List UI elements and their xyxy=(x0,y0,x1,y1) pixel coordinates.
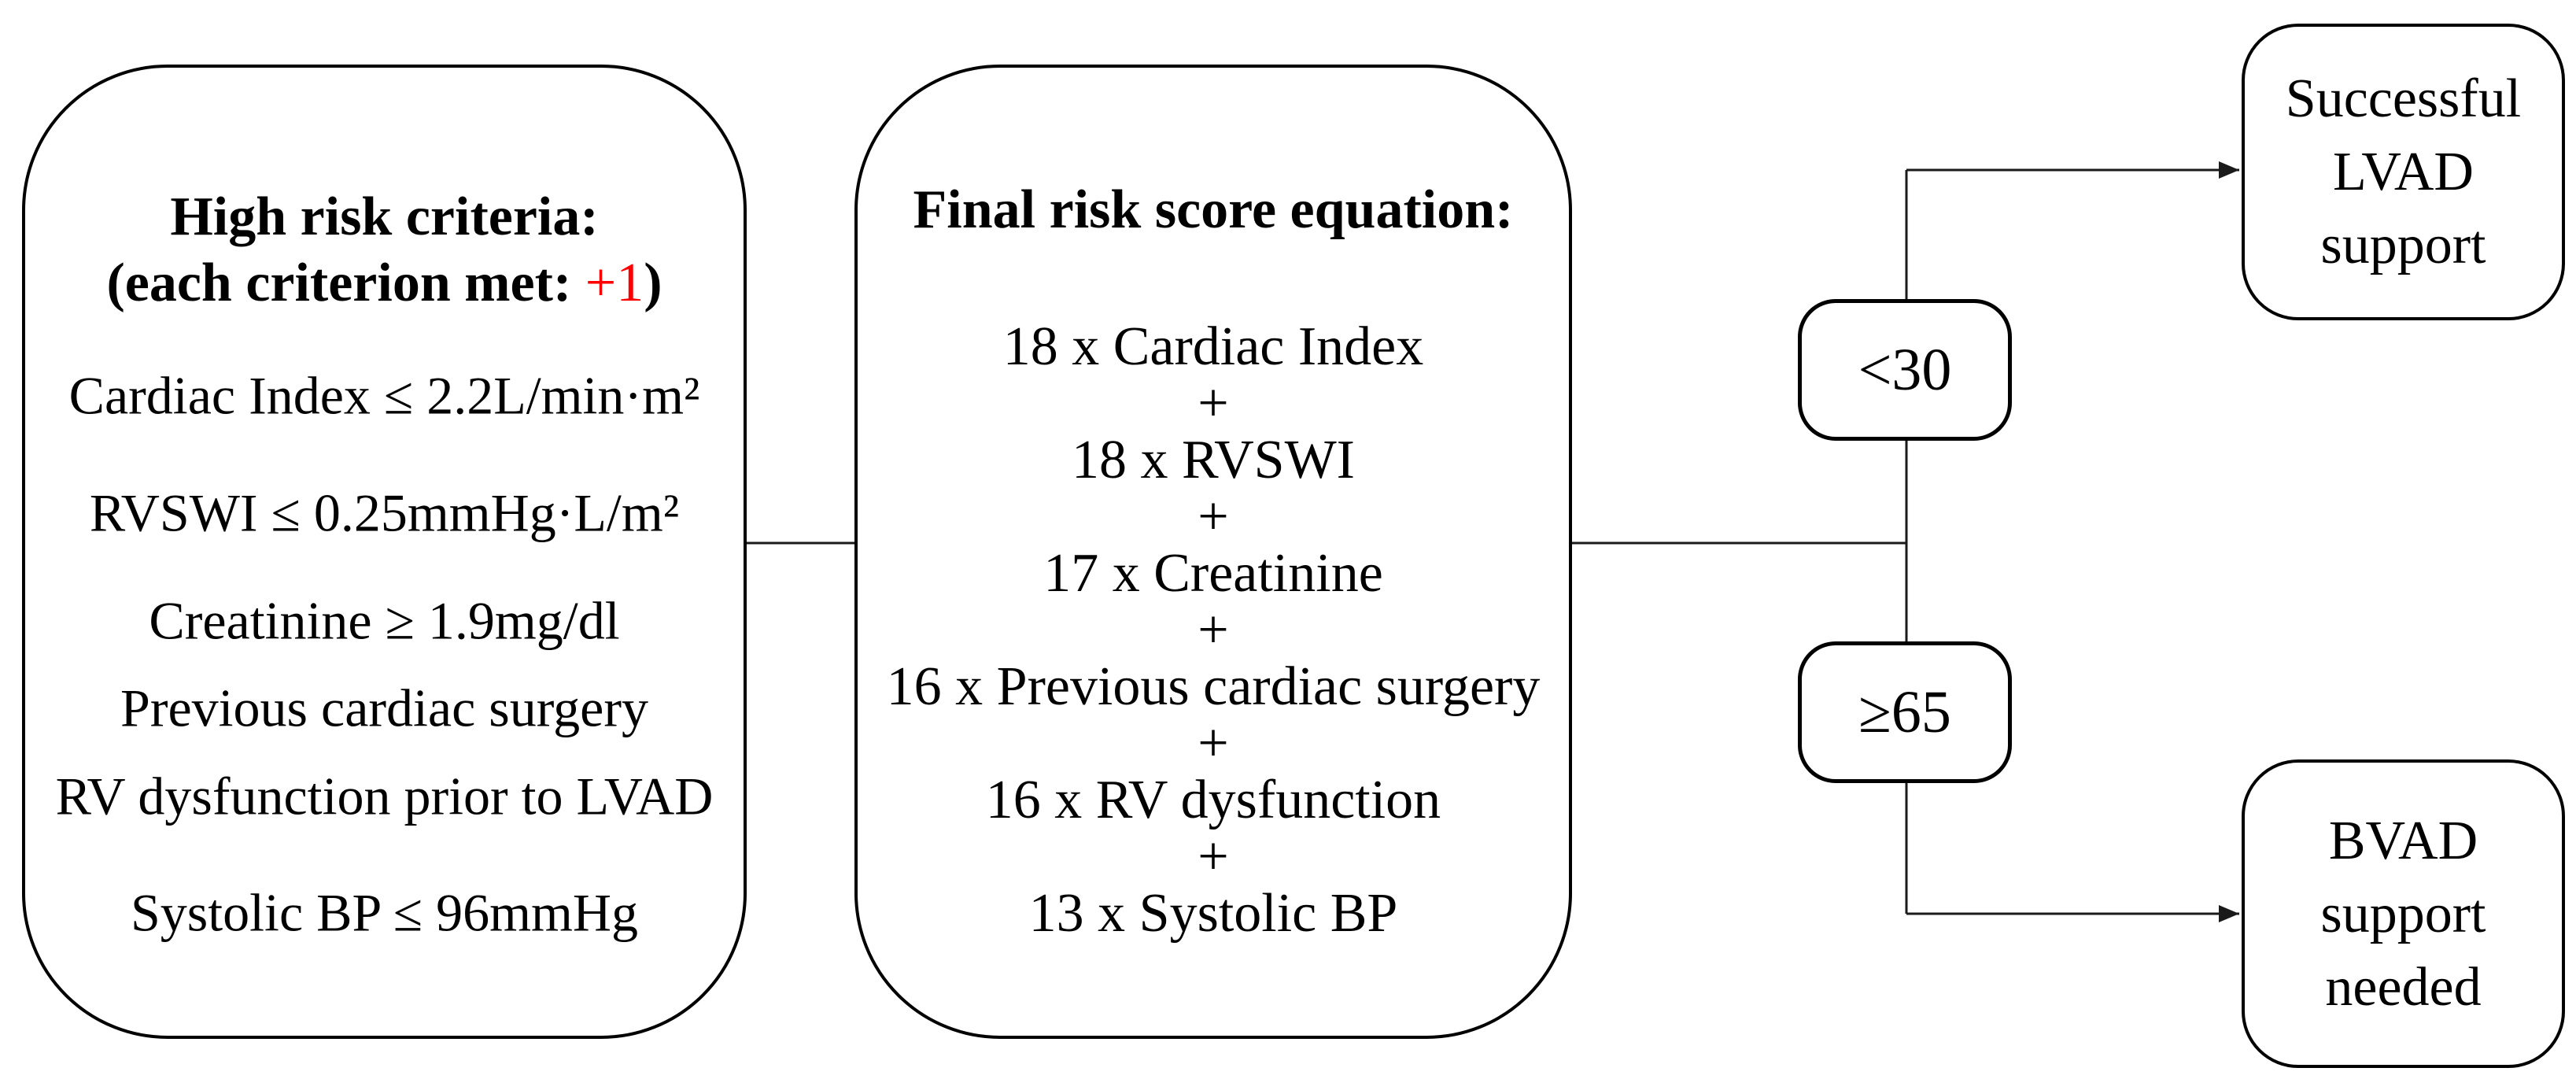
criterion-creatinine: Creatinine ≥ 1.9mg/dl xyxy=(149,590,620,651)
outcome-lvad-box: Successful LVAD support xyxy=(2242,24,2565,320)
equation-title: Final risk score equation: xyxy=(913,179,1514,240)
criterion-previous-surgery: Previous cardiac surgery xyxy=(120,678,648,738)
criterion-rv-dysfunction: RV dysfunction prior to LVAD xyxy=(55,766,714,826)
score-ge65-label: ≥65 xyxy=(1858,678,1951,745)
high-risk-title-line1: High risk criteria: xyxy=(170,187,599,247)
high-risk-title-line2-suffix: ) xyxy=(644,253,662,313)
high-risk-criteria-box: High risk criteria: (each criterion met:… xyxy=(22,65,747,1039)
criterion-cardiac-index: Cardiac Index ≤ 2.2L/min·m² xyxy=(68,365,700,426)
criterion-rvswi: RVSWI ≤ 0.25mmHg·L/m² xyxy=(89,482,680,543)
score-lt30-label: <30 xyxy=(1858,336,1952,403)
high-risk-title-line2: (each criterion met: +1) xyxy=(25,252,744,315)
final-risk-score-box: Final risk score equation: 18 x Cardiac … xyxy=(854,65,1572,1039)
outcome-bvad-label: BVAD support needed xyxy=(2320,810,2486,1018)
high-risk-title-line2-prefix: (each criterion met: xyxy=(106,253,585,313)
outcome-bvad-box: BVAD support needed xyxy=(2242,759,2565,1068)
plus-one-highlight: +1 xyxy=(585,253,644,313)
equation-lines: 18 x Cardiac Index + 18 x RVSWI + 17 x C… xyxy=(886,316,1541,944)
outcome-lvad-label: Successful LVAD support xyxy=(2285,68,2522,275)
score-ge65-box: ≥65 xyxy=(1798,641,2012,783)
score-lt30-box: <30 xyxy=(1798,299,2012,441)
criterion-systolic-bp: Systolic BP ≤ 96mmHg xyxy=(130,882,638,943)
